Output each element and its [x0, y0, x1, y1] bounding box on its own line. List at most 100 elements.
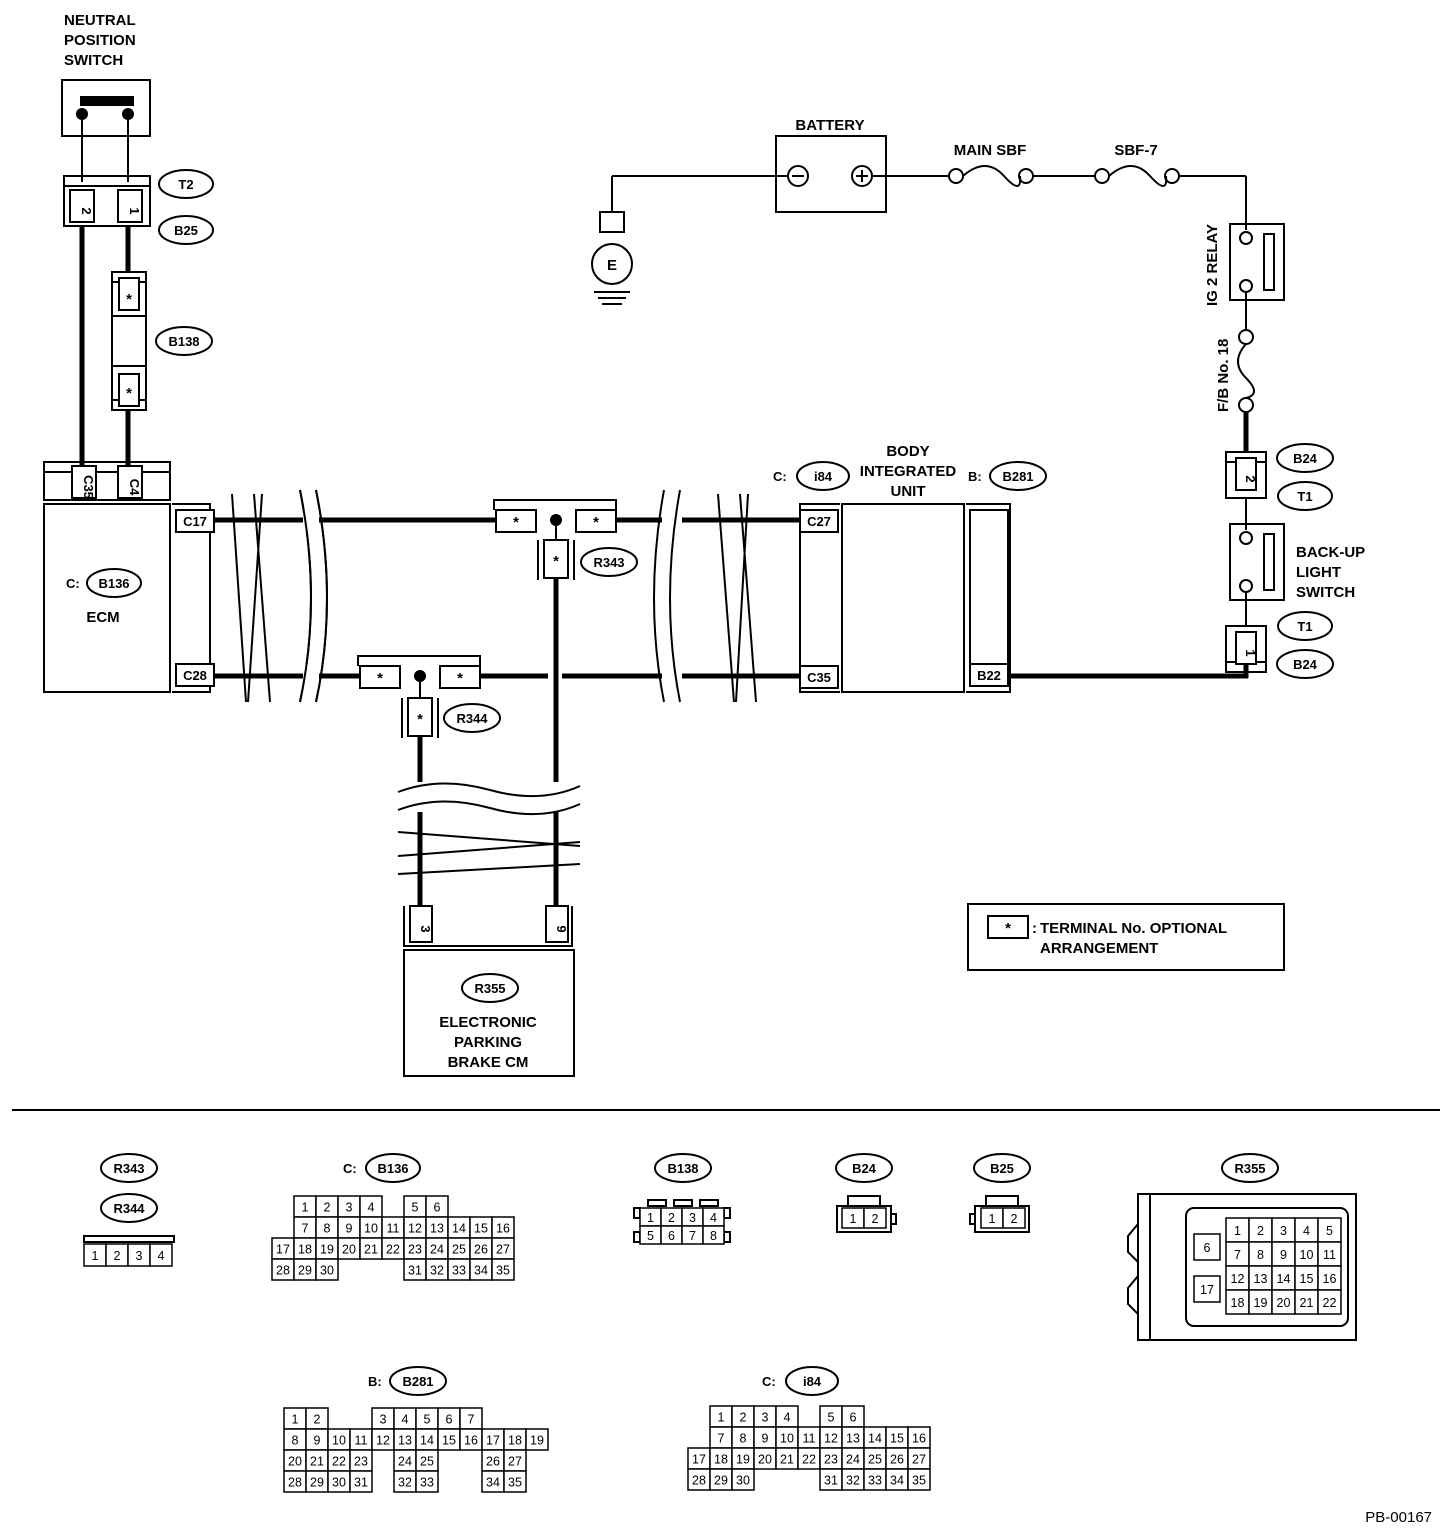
pin-i84-30-cell	[731, 1468, 755, 1491]
electronic-parking-brake-cm: 3 9 R355 ELECTRONIC PARKING BRAKE CM	[403, 905, 575, 1077]
pin-b136-26: 26	[474, 1243, 488, 1257]
biu-label-2: INTEGRATED	[860, 463, 957, 480]
pin-i84-6: 6	[850, 1411, 857, 1425]
pin-i84-13: 13	[846, 1432, 860, 1446]
ground-label: E	[607, 257, 617, 274]
pin-b136-32: 32	[430, 1264, 444, 1278]
pin-i84-8: 8	[740, 1432, 747, 1446]
pin-r355-17-cell	[1193, 1275, 1221, 1303]
pin-i84-34: 34	[890, 1474, 904, 1488]
r344-star-left: *	[377, 670, 383, 687]
pin-r355-22: 22	[1323, 1296, 1337, 1310]
pin-b136-19: 19	[320, 1243, 334, 1257]
pin-i84-31: 31	[824, 1474, 838, 1488]
pin-i84-25: 25	[868, 1453, 882, 1467]
pin-r355-6: 6	[1204, 1241, 1211, 1255]
pin-i84-29: 29	[714, 1474, 728, 1488]
r343-star-right: *	[593, 514, 599, 531]
pin-b136-30-cell	[315, 1258, 339, 1281]
pin-b136-35-cell	[491, 1258, 515, 1281]
connector-t1-top: T1	[1297, 489, 1312, 504]
pin-r355-3: 3	[1280, 1224, 1287, 1238]
pin-i84-18: 18	[714, 1453, 728, 1467]
backup-switch-label-3: SWITCH	[1296, 584, 1355, 601]
pin-r355-8: 8	[1257, 1248, 1264, 1262]
legend-line-2: ARRANGEMENT	[1040, 940, 1158, 957]
pin-i84-28: 28	[692, 1474, 706, 1488]
pin-i84-35-cell	[907, 1468, 931, 1491]
pin-r355-11: 11	[1323, 1248, 1336, 1262]
pin-i84-14: 14	[868, 1432, 882, 1446]
view-r355-label: R355	[1234, 1161, 1265, 1176]
pin-ecm-c28: C28	[183, 668, 207, 683]
pin-r355-5: 5	[1326, 1224, 1333, 1238]
pin-epb-3: 3	[418, 925, 433, 932]
r343-star-left: *	[513, 514, 519, 531]
pin-b136-35: 35	[496, 1264, 510, 1278]
r344-star-right: *	[457, 670, 463, 687]
pin-b281-31-cell	[349, 1470, 373, 1493]
pin-b136-3: 3	[346, 1201, 353, 1215]
pin-b281-21: 21	[310, 1455, 324, 1469]
pin-b281-2: 2	[314, 1413, 321, 1427]
view-b24-label: B24	[852, 1161, 877, 1176]
view-b138-label: B138	[667, 1161, 698, 1176]
b24-connector-bottom: 1 T1 B24	[1225, 611, 1334, 679]
pin-i84-12: 12	[824, 1432, 838, 1446]
pin-b281-8: 8	[292, 1434, 299, 1448]
pin-b281-19: 19	[530, 1434, 544, 1448]
pin-b281-32: 32	[398, 1476, 412, 1490]
harness-wiring	[214, 489, 804, 703]
pin-r355-21: 21	[1300, 1296, 1314, 1310]
pin-b136-15: 15	[474, 1222, 488, 1236]
pin-b136-11: 11	[387, 1222, 400, 1236]
t2-b25-connector: 2 1 T2 B25	[63, 169, 214, 245]
biu-label-3: UNIT	[891, 483, 926, 500]
pin-r355-4: 4	[1303, 1224, 1310, 1238]
pin-b281-33-cell	[415, 1470, 439, 1493]
pin-b281-35: 35	[508, 1476, 522, 1490]
pin-b138-7: 7	[689, 1229, 696, 1243]
pin-b138-4: 4	[710, 1211, 717, 1225]
pin-i84-19: 19	[736, 1453, 750, 1467]
pin-b138-8: 8	[710, 1229, 717, 1243]
pin-b281-30: 30	[332, 1476, 346, 1490]
pin-b136-18: 18	[298, 1243, 312, 1257]
pin-i84-10: 10	[780, 1432, 794, 1446]
pin-b281-11: 11	[355, 1434, 368, 1448]
pin-b138-5: 5	[647, 1229, 654, 1243]
pin-b281-1: 1	[292, 1413, 299, 1427]
pin-b281-6: 6	[446, 1413, 453, 1427]
neutral-switch-label-1: NEUTRAL	[64, 12, 136, 29]
pin-b136-20: 20	[342, 1243, 356, 1257]
pin-b281-7: 7	[468, 1413, 475, 1427]
ecm-prefix: C:	[66, 576, 80, 591]
neutral-position-switch: NEUTRAL POSITION SWITCH	[61, 12, 151, 182]
battery: BATTERY E	[591, 117, 887, 305]
pin-r355-10: 10	[1300, 1248, 1314, 1262]
ecm-label: ECM	[86, 609, 119, 626]
pin-sw-2: 2	[79, 207, 94, 214]
pin-b136-28: 28	[276, 1264, 290, 1278]
pin-b136-5: 5	[412, 1201, 419, 1215]
pin-b281-17: 17	[486, 1434, 500, 1448]
backup-light-switch: BACK-UP LIGHT SWITCH	[1229, 523, 1365, 626]
pin-r355-1: 1	[1234, 1224, 1241, 1238]
pin-i84-2: 2	[740, 1411, 747, 1425]
epb-harness	[397, 782, 582, 875]
pin-b281-23: 23	[354, 1455, 368, 1469]
pin-r355-2: 2	[1257, 1224, 1264, 1238]
b138-connector: * * B138	[79, 226, 213, 470]
pin-b281-20: 20	[288, 1455, 302, 1469]
epb-label-3: BRAKE CM	[448, 1054, 529, 1071]
pin-b136-14: 14	[452, 1222, 466, 1236]
pin-biu-c27: C27	[807, 514, 831, 529]
pin-b136-2: 2	[324, 1201, 331, 1215]
pin-i84-30: 30	[736, 1474, 750, 1488]
view-b281-label: B281	[402, 1374, 433, 1389]
